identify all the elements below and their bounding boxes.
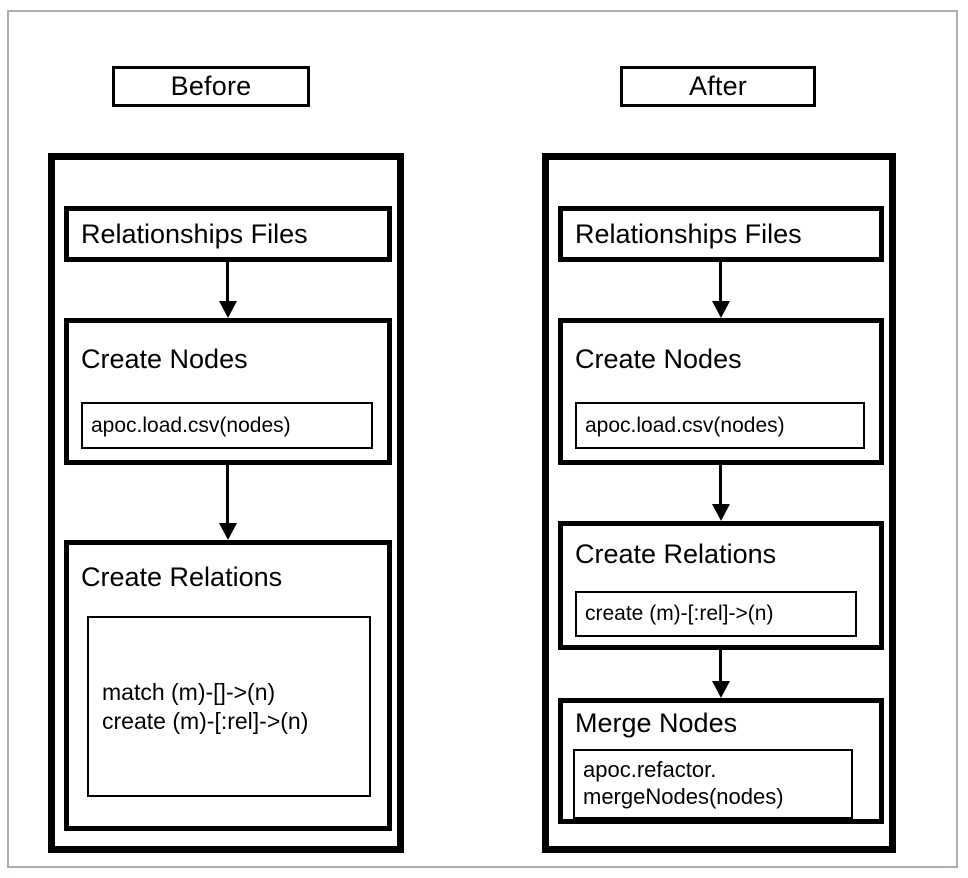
step-title: Create Relations: [575, 539, 777, 569]
step-after-relationships-files[interactable]: Relationships Files: [558, 206, 884, 262]
arrow-after-2: [712, 465, 730, 521]
step-before-relationships-files[interactable]: Relationships Files: [64, 206, 392, 262]
step-title: Create Relations: [81, 562, 283, 592]
step-before-create-nodes[interactable]: Create Nodes apoc.load.csv(nodes): [64, 318, 392, 465]
arrow-after-3: [712, 650, 730, 698]
step-title: Create Nodes: [575, 344, 742, 374]
arrow-before-1: [219, 262, 237, 318]
code-line: apoc.refactor.: [583, 757, 717, 783]
code-chip-apoc-load-csv: apoc.load.csv(nodes): [81, 402, 373, 449]
step-after-create-nodes[interactable]: Create Nodes apoc.load.csv(nodes): [558, 318, 884, 465]
step-before-create-relations[interactable]: Create Relations match (m)-[]->(n) creat…: [64, 540, 392, 831]
step-after-merge-nodes[interactable]: Merge Nodes apoc.refactor. mergeNodes(no…: [558, 698, 884, 824]
code-block-merge-nodes: apoc.refactor. mergeNodes(nodes): [573, 749, 853, 819]
code-line: create (m)-[:rel]->(n): [102, 707, 309, 734]
pipeline-before: Relationships Files Create Nodes apoc.lo…: [48, 153, 404, 853]
arrow-after-1: [712, 262, 730, 318]
step-title: Relationships Files: [81, 218, 308, 249]
step-title: Merge Nodes: [575, 708, 738, 738]
code-line: mergeNodes(nodes): [583, 784, 784, 809]
code-block-before-relations: match (m)-[]->(n) create (m)-[:rel]->(n): [87, 616, 371, 797]
pipeline-after: Relationships Files Create Nodes apoc.lo…: [542, 153, 896, 853]
step-title: Create Nodes: [81, 344, 248, 374]
column-title-after: After: [620, 66, 816, 107]
arrow-before-2: [219, 465, 237, 540]
code-line: match (m)-[]->(n): [102, 679, 276, 706]
step-title: Relationships Files: [575, 218, 802, 249]
step-after-create-relations[interactable]: Create Relations create (m)-[:rel]->(n): [558, 521, 884, 650]
code-chip-create-rel: create (m)-[:rel]->(n): [575, 591, 857, 637]
column-title-before: Before: [112, 66, 310, 107]
code-chip-apoc-load-csv: apoc.load.csv(nodes): [575, 402, 865, 449]
